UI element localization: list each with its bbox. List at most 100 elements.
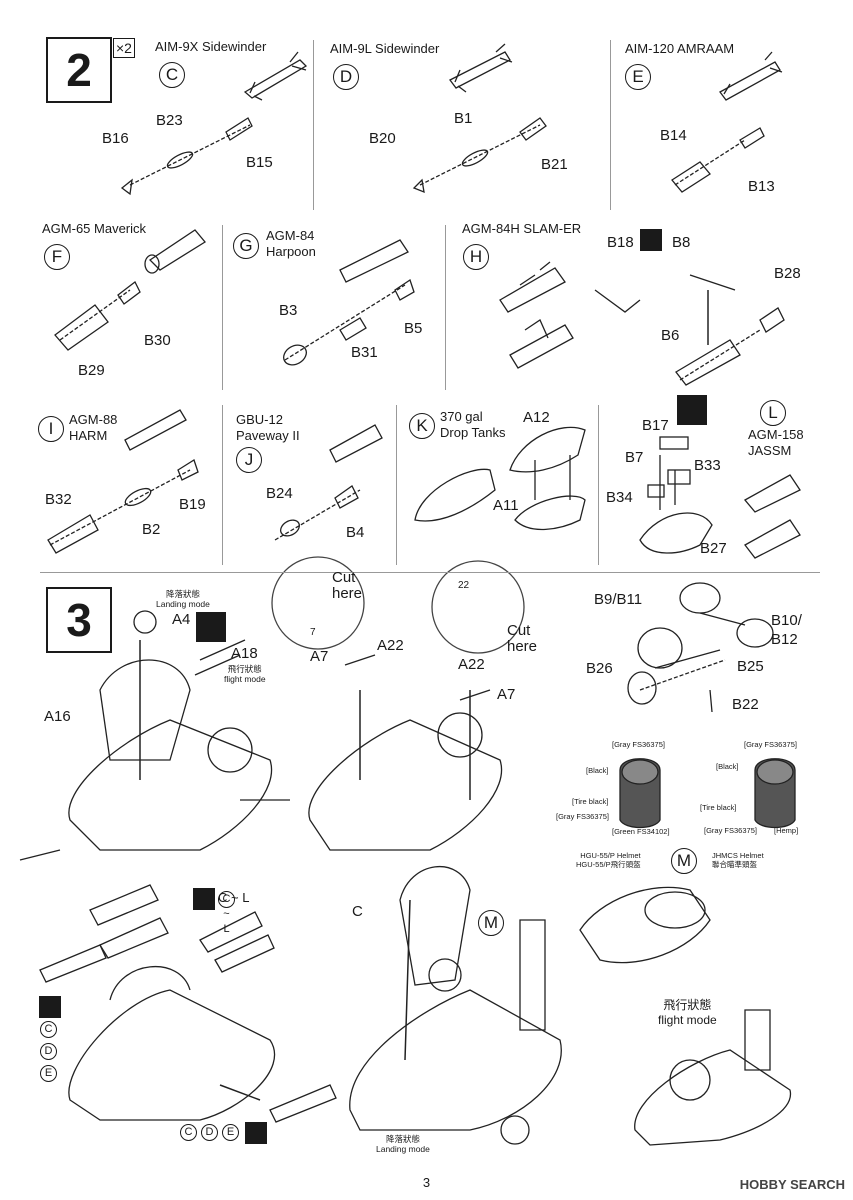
aircraft-canopy-install-illustration <box>349 866 562 1145</box>
part-a22: A22 <box>377 637 404 654</box>
agm88-title: AGM-88 HARM <box>69 412 118 444</box>
part-b28: B28 <box>774 265 801 282</box>
mark-k-circle: K <box>409 413 435 439</box>
mark-l-circle: L <box>760 400 786 426</box>
agm84h-title: AGM-84H SLAM-ER <box>462 221 582 236</box>
part-a7: A7 <box>497 686 516 703</box>
helmet-left-color: [Black] <box>586 766 609 775</box>
flight-mode-caption: 飛行狀態 flight mode <box>224 664 266 685</box>
part-c: C <box>352 903 363 920</box>
part-a7: A7 <box>310 648 329 665</box>
part-b23: B23 <box>156 112 183 129</box>
flip-icon <box>193 888 215 910</box>
agm158-missile-illustration <box>639 436 801 559</box>
mark-d-circle: D <box>40 1043 57 1060</box>
flip-icon <box>39 996 61 1018</box>
mark-e-circle: E <box>222 1124 239 1141</box>
part-b14: B14 <box>660 127 687 144</box>
helmet-left-color: [Gray FS36375] <box>556 812 609 821</box>
mark-c-circle: C <box>180 1124 197 1141</box>
part-b19: B19 <box>179 496 206 513</box>
agm65-title: AGM-65 Maverick <box>42 221 147 236</box>
part-b9-b11: B9/B11 <box>594 591 643 608</box>
part-b10-b12: B10/ B12 <box>771 612 802 648</box>
aim9l-title: AIM-9L Sidewinder <box>330 41 440 56</box>
gbu12-title: GBU-12 Paveway II <box>236 412 300 444</box>
part-b20: B20 <box>369 130 396 147</box>
helmet-illustrations <box>619 758 796 829</box>
part-b26: B26 <box>586 660 613 677</box>
mark-h-circle: H <box>463 244 489 270</box>
cut-here-label: Cut here <box>332 569 363 602</box>
helmet-right-color: [Black] <box>716 762 739 771</box>
aim9l-missile-illustration <box>412 43 547 194</box>
part-a11: A11 <box>493 497 519 514</box>
inset-number-22: 22 <box>458 580 470 591</box>
mark-f-circle: F <box>44 244 70 270</box>
landing-mode-caption: 降落狀態 Landing mode <box>376 1134 430 1155</box>
part-a18: A18 <box>231 645 258 662</box>
step-2-number: 2 <box>46 37 112 103</box>
aircraft-weapons-loadout-illustration <box>39 884 337 1123</box>
mark-d-circle: D <box>333 64 359 90</box>
helmet-right-color: [Hemp] <box>774 826 799 835</box>
part-a22: A22 <box>458 656 485 673</box>
flip-icon <box>196 612 226 642</box>
gbu12-bomb-illustration <box>274 424 383 541</box>
part-b21: B21 <box>541 156 568 173</box>
aim9x-missile-illustration <box>120 51 308 196</box>
drop-tank-illustration <box>414 426 586 531</box>
agm65-missile-illustration <box>54 229 206 351</box>
mark-m-circle: M <box>671 848 697 874</box>
mark-m-circle: M <box>478 910 504 936</box>
part-a4: A4 <box>172 611 191 628</box>
helmet-right-color: [Gray FS36375] <box>744 740 797 749</box>
helmet-left-color: [Green FS34102] <box>612 827 670 836</box>
landing-mode-caption: 降落狀態 Landing mode <box>156 589 210 610</box>
inset-number-7: 7 <box>310 627 316 638</box>
mark-c-circle: C <box>40 1021 57 1038</box>
helmet-left-color: [Gray FS36375] <box>612 740 665 749</box>
flip-icon <box>245 1122 267 1144</box>
part-b32: B32 <box>45 491 72 508</box>
flip-icon <box>640 229 662 251</box>
part-b7: B7 <box>625 449 644 466</box>
mark-g-circle: G <box>233 233 259 259</box>
part-b8: B8 <box>672 234 691 251</box>
quantity-multiplier: ×2 <box>113 38 135 58</box>
part-b16: B16 <box>102 130 129 147</box>
helmet-left-color: [Tire black] <box>572 797 609 806</box>
part-b18: B18 <box>607 234 634 251</box>
part-b2: B2 <box>142 521 161 538</box>
part-b22: B22 <box>732 696 759 713</box>
agm84h-missile-illustration <box>499 261 785 386</box>
part-a12: A12 <box>523 409 550 426</box>
flip-icon <box>677 395 707 425</box>
agm84-title: AGM-84 Harpoon <box>266 228 316 260</box>
aim120-missile-illustration <box>671 51 783 193</box>
aim9x-title: AIM-9X Sidewinder <box>155 39 267 54</box>
agm84-missile-illustration <box>283 239 415 366</box>
mark-e-circle: E <box>625 64 651 90</box>
flight-mode-caption: 飛行狀態 flight mode <box>658 998 717 1027</box>
part-b27: B27 <box>700 540 727 557</box>
part-b31: B31 <box>351 344 378 361</box>
helmet-right-color: [Gray FS36375] <box>704 826 757 835</box>
helmet-right-caption: JHMCS Helmet 聯合瞄準頭盔 <box>712 851 764 869</box>
part-b24: B24 <box>266 485 293 502</box>
part-b25: B25 <box>737 658 764 675</box>
helmet-right-color: [Tire black] <box>700 803 737 812</box>
watermark: HOBBY SEARCH <box>739 1177 845 1192</box>
mark-j-circle: J <box>236 447 262 473</box>
part-b17: B17 <box>642 417 669 434</box>
part-b30: B30 <box>144 332 171 349</box>
aim120-title: AIM-120 AMRAAM <box>625 41 735 56</box>
mark-e-circle: E <box>40 1065 57 1082</box>
part-b29: B29 <box>78 362 105 379</box>
part-b5: B5 <box>404 320 423 337</box>
drop-tanks-title: 370 gal Drop Tanks <box>440 409 506 441</box>
mark-c-circle: C ~ L <box>218 891 235 935</box>
aircraft-flight-mode-illustrations <box>579 886 792 1146</box>
part-b13: B13 <box>748 178 775 195</box>
